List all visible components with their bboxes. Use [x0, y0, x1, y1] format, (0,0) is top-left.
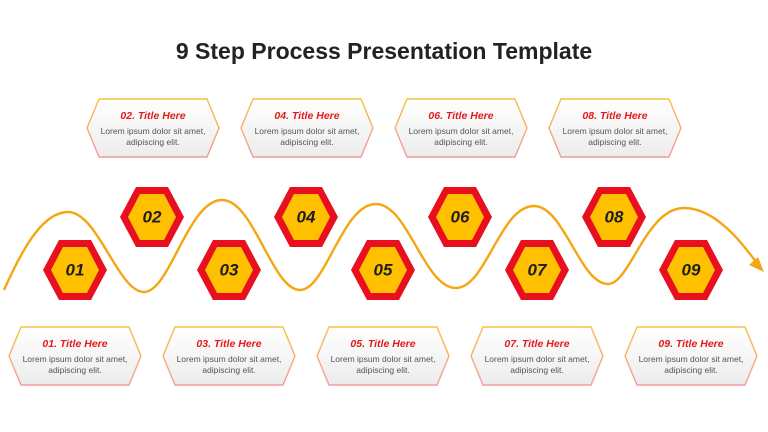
step-card-07: 07. Title Here Lorem ipsum dolor sit ame… [471, 327, 603, 385]
card-shape-03 [162, 326, 296, 386]
step-number-03: 03 [220, 261, 239, 280]
card-text-01: Lorem ipsum dolor sit amet, adipiscing e… [22, 354, 128, 375]
step-card-08: 08. Title Here Lorem ipsum dolor sit ame… [549, 99, 681, 157]
card-title-03: 03. Title Here [196, 338, 262, 350]
step-card-04: 04. Title Here Lorem ipsum dolor sit ame… [241, 99, 373, 157]
arrowhead-icon [749, 257, 764, 272]
hexagon-inner-05 [359, 247, 407, 293]
card-text-05: Lorem ipsum dolor sit amet, adipiscing e… [330, 354, 436, 375]
step-badge-03: 03 [197, 240, 261, 300]
card-title-09: 09. Title Here [658, 338, 724, 350]
hexagon-inner-06 [436, 194, 484, 240]
card-text-06: Lorem ipsum dolor sit amet, adipiscing e… [408, 126, 514, 147]
cards-layer [8, 98, 758, 386]
hexagon-inner-04 [282, 194, 330, 240]
card-title-06: 06. Title Here [428, 110, 494, 122]
card-shape-08 [548, 98, 682, 158]
wave-connector-line [2, 198, 757, 294]
hexagons-layer: 01 02 03 04 05 06 07 [43, 187, 723, 300]
step-badge-04: 04 [274, 187, 338, 247]
card-text-09: Lorem ipsum dolor sit amet, adipiscing e… [638, 354, 744, 375]
card-shape-06 [394, 98, 528, 158]
card-shape-01 [8, 326, 142, 386]
slide-title: 9 Step Process Presentation Template [175, 38, 593, 64]
card-text-03: Lorem ipsum dolor sit amet, adipiscing e… [176, 354, 282, 375]
step-card-02: 02. Title Here Lorem ipsum dolor sit ame… [87, 99, 219, 157]
step-badge-05: 05 [351, 240, 415, 300]
card-text-08: Lorem ipsum dolor sit amet, adipiscing e… [562, 126, 668, 147]
card-shape-02 [86, 98, 220, 158]
step-card-09: 09. Title Here Lorem ipsum dolor sit ame… [625, 327, 757, 385]
card-title-07: 07. Title Here [504, 338, 570, 350]
step-number-02: 02 [143, 208, 162, 227]
hexagon-inner-03 [205, 247, 253, 293]
step-card-01: 01. Title Here Lorem ipsum dolor sit ame… [9, 327, 141, 385]
step-number-01: 01 [66, 261, 85, 280]
card-title-04: 04. Title Here [274, 110, 340, 122]
card-text-02: Lorem ipsum dolor sit amet, adipiscing e… [100, 126, 206, 147]
hexagon-inner-02 [128, 194, 176, 240]
step-number-07: 07 [528, 261, 548, 280]
step-badge-09: 09 [659, 240, 723, 300]
step-badge-02: 02 [120, 187, 184, 247]
card-shape-07 [470, 326, 604, 386]
step-card-03: 03. Title Here Lorem ipsum dolor sit ame… [163, 327, 295, 385]
card-title-02: 02. Title Here [120, 110, 186, 122]
card-title-08: 08. Title Here [582, 110, 648, 122]
card-shape-04 [240, 98, 374, 158]
step-number-09: 09 [682, 261, 701, 280]
hexagon-inner-08 [590, 194, 638, 240]
card-text-04: Lorem ipsum dolor sit amet, adipiscing e… [254, 126, 360, 147]
card-title-05: 05. Title Here [350, 338, 416, 350]
step-number-06: 06 [451, 208, 470, 227]
step-badge-06: 06 [428, 187, 492, 247]
step-card-06: 06. Title Here Lorem ipsum dolor sit ame… [395, 99, 527, 157]
hexagon-inner-07 [513, 247, 561, 293]
step-badge-07: 07 [505, 240, 569, 300]
step-number-05: 05 [374, 261, 393, 280]
step-badge-01: 01 [43, 240, 107, 300]
step-badge-08: 08 [582, 187, 646, 247]
hexagon-inner-01 [51, 247, 99, 293]
card-title-01: 01. Title Here [42, 338, 108, 350]
step-card-05: 05. Title Here Lorem ipsum dolor sit ame… [317, 327, 449, 385]
card-shape-09 [624, 326, 758, 386]
card-shape-05 [316, 326, 450, 386]
card-text-07: Lorem ipsum dolor sit amet, adipiscing e… [484, 354, 590, 375]
step-number-08: 08 [605, 208, 624, 227]
step-number-04: 04 [297, 208, 316, 227]
hexagon-inner-09 [667, 247, 715, 293]
